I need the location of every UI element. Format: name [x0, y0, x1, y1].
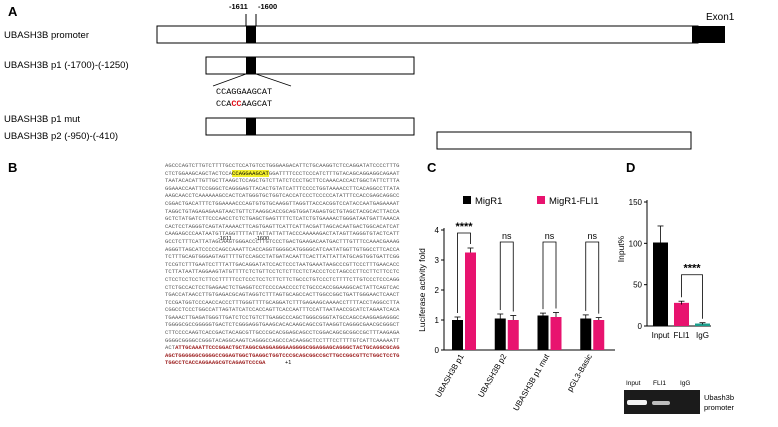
p1-site-box: [246, 57, 256, 74]
promoter-site-box: [246, 26, 256, 43]
sig-label: ****: [683, 263, 701, 275]
p1mut-bar: [205, 117, 415, 136]
legend-swatch-0: [463, 196, 471, 204]
marker-plus1: +1: [285, 360, 292, 366]
p1mut-label: UBASH3B p1 mut: [4, 114, 81, 125]
sig-label-3: ns: [587, 231, 597, 241]
x-tick-label-2: IgG: [696, 331, 709, 340]
y-tick-label-4: 4: [435, 226, 440, 235]
seq-highlight: CCAGGAAGCAT: [232, 169, 269, 177]
x-tick-label-2: UBASH3B p1 mut: [511, 352, 551, 413]
p1mut-site-box: [246, 118, 256, 135]
panel-a-diagram: [156, 14, 725, 150]
y-tick-label-2: 2: [435, 286, 440, 295]
y-tick-label-1: 50: [633, 281, 642, 290]
gel-side-label-2: promoter: [704, 403, 735, 412]
legend-swatch-1: [537, 196, 545, 204]
promoter-sequence: AGCCCAGTCTTGTCTTTTGCCTCCATGTCCTGGGAAGACA…: [165, 162, 400, 367]
sig-bracket-0: [457, 232, 471, 313]
seq-text-before: AGCCCAGTCTTGTCTTTTGCCTCCATGTCCTGGGAAGACA…: [165, 162, 400, 177]
x-tick-label-3: pGL3-Basic: [565, 353, 594, 394]
x-tick-label-0: UBASH3B p1: [434, 352, 466, 399]
x-tick-label-1: UBASH3B p2: [476, 352, 508, 399]
seq-mut-red: CC: [231, 99, 242, 109]
p2-bar: [436, 131, 692, 150]
y-tick-label-0: 0: [435, 346, 440, 355]
bar-0: [653, 242, 668, 326]
gel-lane-input: Input: [626, 380, 641, 387]
gel-side-label-1: Ubash3b: [704, 393, 735, 402]
bar-0-1: [465, 252, 476, 350]
bar-3-1: [593, 320, 605, 350]
y-tick-label-0: 0: [638, 322, 643, 331]
seq-mut: CCACCAAGCAT: [216, 99, 272, 109]
bar-2-1: [550, 317, 562, 350]
zoom-line-right: [255, 73, 292, 87]
panel-d-label: D: [626, 160, 636, 175]
p2-label: UBASH3B p2 (-950)-(-410): [4, 131, 119, 142]
y-tick-label-3: 150: [629, 198, 643, 207]
marker-left: -1611: [218, 236, 232, 242]
gel-band-fli1: [652, 401, 670, 405]
sig-label-2: ns: [545, 231, 555, 241]
sig-bracket: [681, 274, 703, 319]
x-tick-label-0: Input: [652, 331, 671, 340]
seq-wt: CCAGGAAGCAT: [216, 87, 273, 97]
legend-label-0: MigR1: [475, 196, 502, 207]
marker-right: -1600: [255, 236, 270, 242]
panel-c-label: C: [427, 160, 437, 175]
bar-1-1: [507, 320, 519, 350]
site-label-left: -1611: [229, 2, 248, 11]
y-tick-label-2: 100: [629, 239, 643, 248]
seq-text-after: GGATTTTCCCTCCCATCTTTGTACAGCAGGAGGCAGAATT…: [165, 169, 400, 352]
gel-image: [624, 390, 700, 414]
panel-a-label: A: [8, 4, 18, 19]
panel-b-label: B: [8, 160, 18, 175]
sig-label-0: ****: [455, 221, 473, 233]
sig-bracket-3: [585, 241, 600, 314]
gel-lane-fli1: FLI1: [653, 380, 667, 387]
seq-text-exon: ATTGCAAATTCCCGGACTGCTAGGCGAGGAGGGAAGGGGC…: [165, 344, 400, 367]
sig-bracket-2: [542, 241, 557, 310]
p1-bar: [205, 56, 415, 75]
sig-bracket-1: [499, 241, 514, 312]
site-label-right: -1600: [258, 2, 278, 11]
bar-3-0: [580, 318, 592, 350]
exon-label: Exon1: [706, 12, 735, 23]
gel-lane-igg: IgG: [680, 380, 691, 387]
legend-label-1: MigR1-FLI1: [549, 196, 599, 207]
gel-band-input: [627, 400, 647, 405]
exon1-box: [692, 26, 725, 43]
bar-2: [695, 323, 710, 326]
p1-label: UBASH3B p1 (-1700)-(-1250): [4, 60, 129, 71]
bar-1: [674, 302, 689, 326]
zoom-line-left: [212, 73, 247, 87]
sig-label-1: ns: [502, 231, 512, 241]
seq-mut-pre: CCA: [216, 99, 232, 109]
promoter-bar: [156, 25, 699, 44]
y-tick-label-3: 3: [435, 256, 440, 265]
y-tick-label-1: 1: [435, 316, 440, 325]
seq-mut-post: AAGCAT: [241, 99, 273, 109]
bar-1-0: [494, 318, 506, 350]
bar-0-0: [452, 320, 463, 350]
promoter-label: UBASH3B promoter: [4, 30, 90, 41]
y-axis-label: Luciferase activity fold: [417, 248, 427, 332]
bar-2-0: [537, 315, 549, 350]
y-axis-label: Input%: [616, 235, 626, 262]
x-tick-label-1: FLI1: [673, 331, 690, 340]
